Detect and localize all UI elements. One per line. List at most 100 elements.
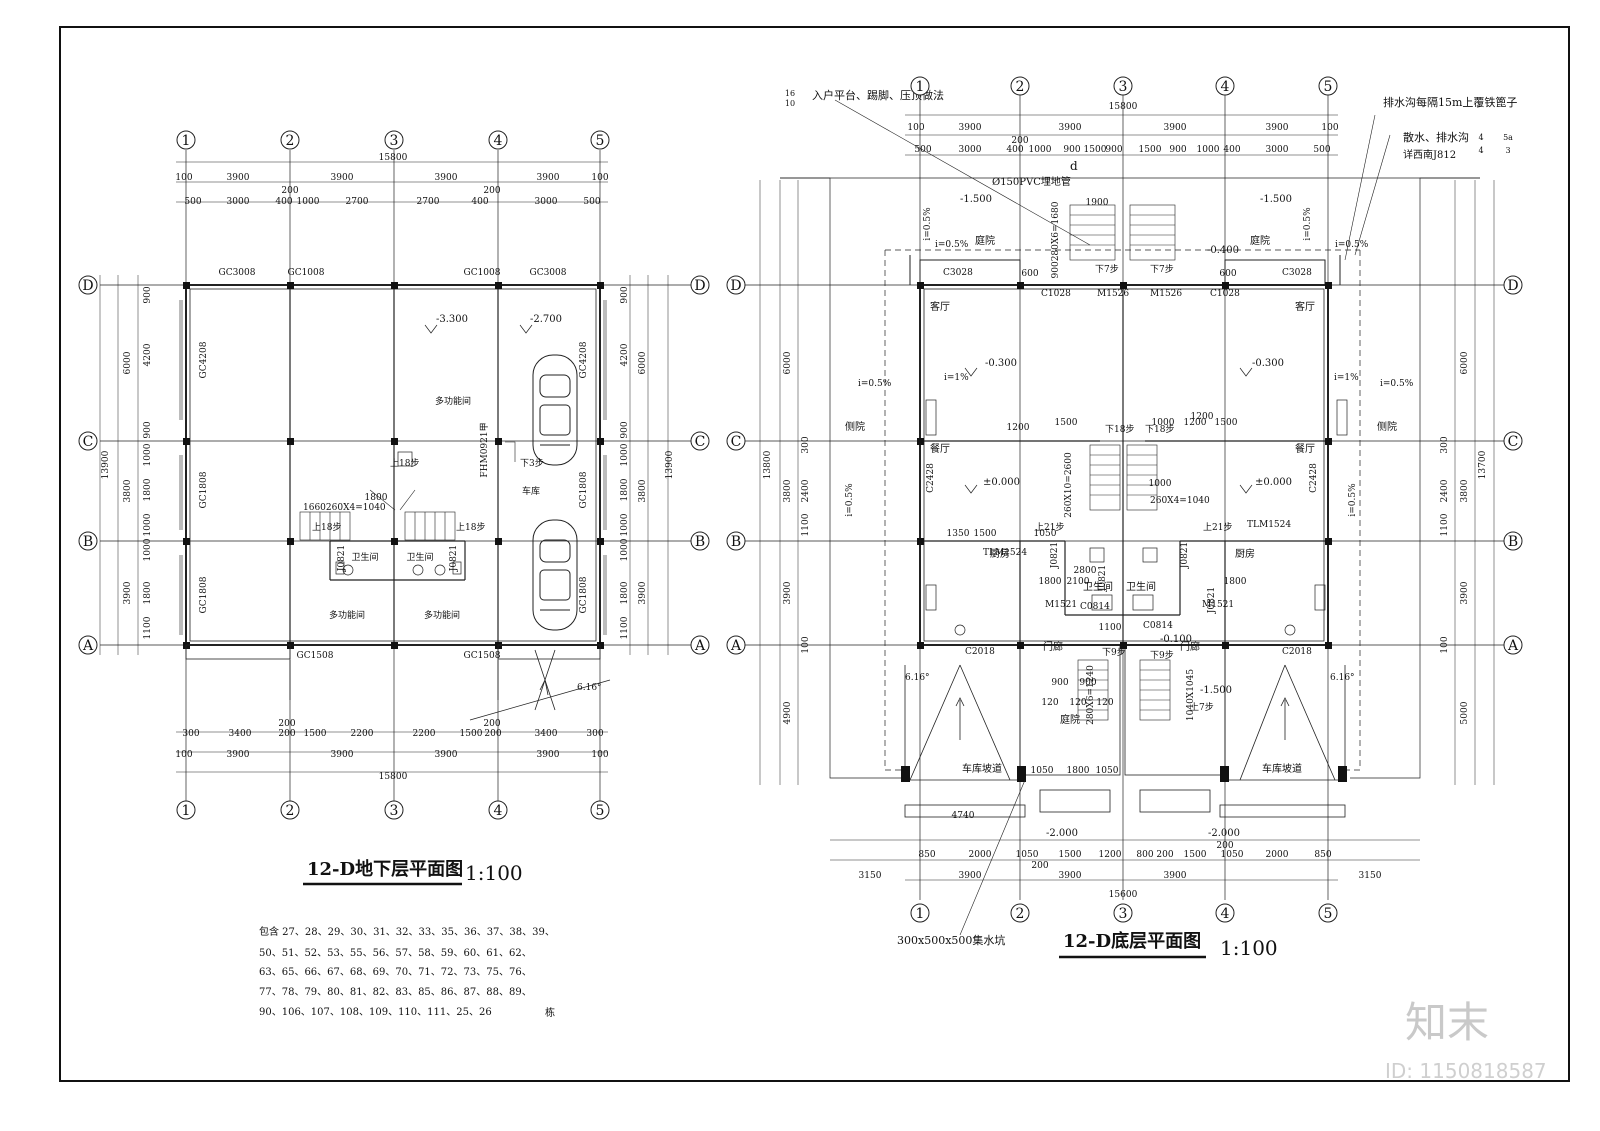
basement-axis-bottom-4-circle	[590, 800, 610, 820]
basement-left-inner-7: 1800	[143, 581, 153, 604]
ground-site-boundary	[780, 177, 1480, 779]
basement-inner-walls	[289, 285, 499, 645]
ground-note-0: 入户平台、踢脚、压顶做法	[812, 88, 944, 102]
basement-room-2: 卫生间	[351, 551, 378, 563]
ground-window-8: C2018	[965, 647, 995, 657]
ground-detail-5: 5a	[1503, 133, 1513, 142]
ground-dim-misc-16: 1800	[1067, 766, 1090, 776]
ground-door-2: M1521	[1045, 600, 1077, 610]
ground-scale: 1:100	[1220, 936, 1278, 960]
basement-axis-top-4-circle	[590, 130, 610, 150]
basement-room-0: 多功能间	[435, 395, 471, 407]
ground-detail-2: 10	[785, 99, 795, 108]
ground-axis-bottom-0-circle	[910, 903, 930, 923]
ground-stair-note-4: 1040X1045	[1186, 669, 1196, 721]
ground-grid-vertical	[919, 95, 1329, 900]
ground-right-inner-1: 2400	[1440, 479, 1450, 502]
ground-top-row2-3: 1000	[1029, 145, 1052, 155]
ground-stair-note-2: 260X4=1040	[1150, 496, 1210, 506]
basement-door-1: J0821	[337, 545, 347, 573]
ground-slope-5: i=0.5%	[1335, 240, 1369, 250]
basement-axis-right-3-circle	[690, 635, 710, 655]
basement-axis-bottom-0: 1	[182, 803, 191, 819]
basement-top-200b: 200	[483, 186, 500, 196]
ground-axis-bottom-2: 3	[1119, 906, 1128, 922]
ground-level-0: -1.500	[960, 194, 992, 205]
ground-window-3: C3028	[1282, 268, 1312, 278]
ground-bottom-row2-4: 3150	[1359, 871, 1382, 881]
basement-left-inner-2: 900	[143, 421, 153, 438]
ground-dim-misc-2: 1200	[1184, 418, 1207, 428]
ground-dim-misc-7: 1800	[1039, 577, 1062, 587]
ground-room-9: 厨房	[1235, 547, 1255, 560]
basement-top-total: 15800	[379, 153, 408, 163]
ground-door-7: J0821	[1098, 565, 1108, 593]
ground-dim-misc-8: 2100	[1067, 577, 1090, 587]
basement-stair-1800: 1800	[365, 493, 388, 503]
basement-right-inner-6: 1000	[620, 538, 630, 561]
basement-top-row2-6: 400	[471, 197, 488, 207]
ground-top-row2-6: 900	[1105, 145, 1122, 155]
watermark-id: ID: 1150818587	[1385, 1059, 1547, 1083]
ground-bottom-row1-2: 1050	[1016, 850, 1039, 860]
basement-bottom-row2-1: 3900	[227, 750, 250, 760]
ground-top-row2-1: 3000	[959, 145, 982, 155]
basement-axis-top-2: 3	[390, 133, 399, 149]
basement-right-inner-3: 1000	[620, 443, 630, 466]
basement-bottom-row1-2: 200	[278, 729, 295, 739]
ground-axis-bottom-1: 2	[1016, 906, 1025, 922]
ground-level-7: -0.100	[1160, 634, 1192, 645]
basement-axis-top-3: 4	[494, 133, 503, 149]
ground-room-2: 客厅	[930, 300, 950, 313]
ground-axis-top-2-circle	[1113, 76, 1133, 96]
basement-left-inner-4: 1800	[143, 478, 153, 501]
ground-slope-1: i=0.5%	[1303, 207, 1313, 241]
ground-room-15: 车库坡道	[962, 762, 1002, 775]
ground-axis-right-2-circle	[1503, 531, 1523, 551]
sheet-border	[59, 26, 1570, 1082]
basement-right-inner-8: 1100	[620, 616, 630, 639]
ground-top-row2-5: 1500	[1084, 145, 1107, 155]
basement-left-inner-3: 1000	[143, 443, 153, 466]
ground-slope-angle-left: 6.16°	[905, 673, 930, 683]
basement-axis-left-1: C	[83, 434, 94, 450]
basement-left-inner-8: 1100	[143, 616, 153, 639]
ground-axis-top-1-circle	[1010, 76, 1030, 96]
ground-slope-7: i=0.5%	[1348, 483, 1358, 517]
ground-door-0: M1526	[1097, 289, 1129, 299]
ground-axis-top-1: 2	[1016, 79, 1025, 95]
basement-door-0: FHM0921甲	[479, 422, 490, 477]
basement-top-row1-3: 3900	[435, 173, 458, 183]
ground-axis-bottom-3-circle	[1215, 903, 1235, 923]
basement-axis-bottom-4: 5	[596, 803, 605, 819]
ground-door-4: J0821	[1050, 542, 1060, 570]
basement-left-outer-2: 3900	[123, 581, 133, 604]
ground-level-9: -2.000	[1046, 828, 1078, 839]
basement-axis-bottom-3: 4	[494, 803, 503, 819]
ground-bottom-row1-3: 1500	[1059, 850, 1082, 860]
ground-room-12: 门廊	[1043, 640, 1063, 653]
basement-axis-left-2-circle	[78, 531, 98, 551]
basement-bottom-row1-5: 2200	[413, 729, 436, 739]
ground-room-6: 侧院	[845, 420, 865, 433]
ground-room-7: 侧院	[1377, 420, 1397, 433]
ground-inner-walls	[920, 285, 1328, 645]
ground-note-5: 300x500x500集水坑	[897, 933, 1005, 947]
basement-axis-right-3: A	[694, 638, 706, 654]
ground-stair-note-3: 280X6=1240	[1086, 665, 1096, 725]
ground-dim-misc-6: 1050	[1034, 529, 1057, 539]
basement-slope: 6.16°	[577, 683, 602, 693]
ground-dim-misc-5: 1500	[974, 529, 997, 539]
building-list-line-4: 77、78、79、80、81、82、83、85、86、87、88、89、	[259, 987, 532, 998]
ground-dim-misc-17: 1050	[1096, 766, 1119, 776]
ground-bottom-200a: 200	[1031, 861, 1048, 871]
basement-axis-left-3: A	[82, 638, 94, 654]
building-list-line-2: 50、51、52、53、55、56、57、58、59、60、61、62、	[259, 948, 532, 959]
ground-black-columns	[901, 282, 1347, 782]
ground-dim-misc-13: 120	[1069, 698, 1086, 708]
ground-top-row2-10: 400	[1223, 145, 1240, 155]
ground-level-4: ±0.000	[983, 477, 1020, 488]
